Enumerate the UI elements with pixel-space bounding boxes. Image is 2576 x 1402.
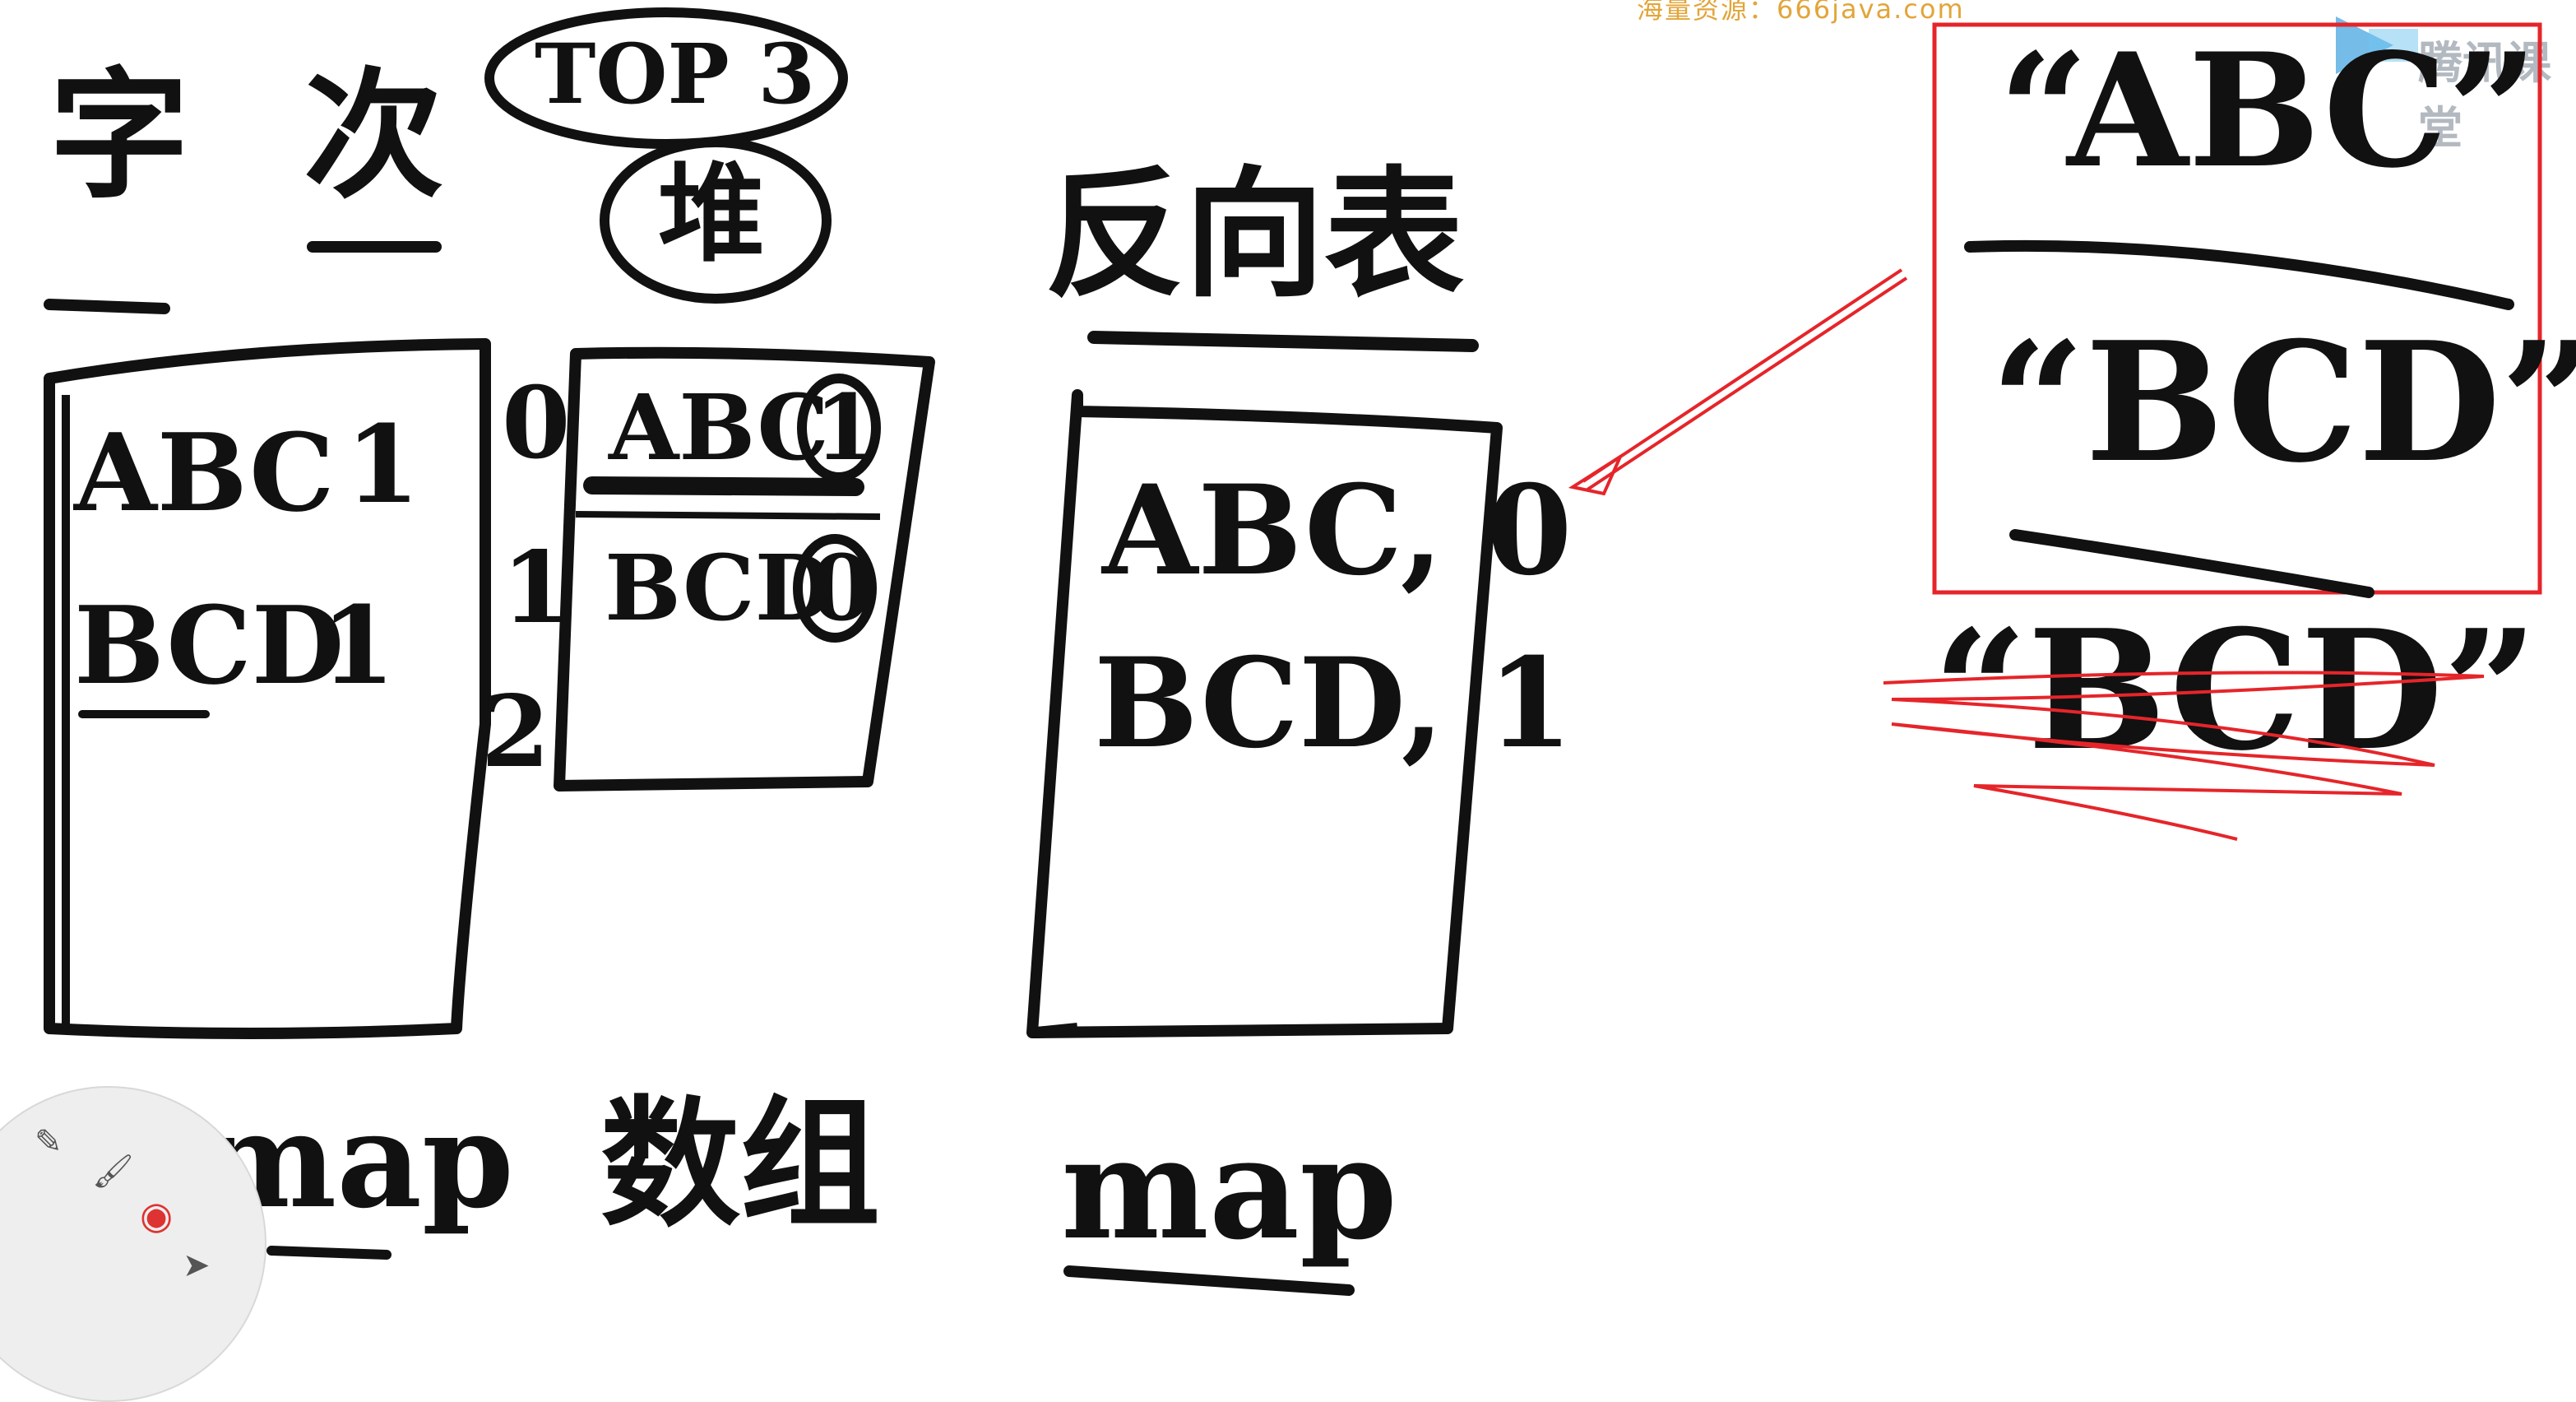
left-row-1-key: ABC [74,410,335,536]
middle-badge-top: TOP 3 [535,26,816,123]
brush-icon[interactable]: 🖌 [92,1153,134,1191]
left-title: 字 次 [49,53,477,218]
highlight-item-abc: “ABC” [1999,19,2538,202]
right-row-2: BCD, 1 [1094,631,1573,776]
arrow-icon [1568,268,1908,496]
logo-text: 腾讯课堂 [2418,37,2551,154]
left-box [44,338,491,1039]
middle-index-1: 1 [502,530,571,646]
left-strokes [44,241,442,314]
middle-index-0: 0 [502,365,571,481]
highlight-item-bcd: “BCD” [1990,306,2576,499]
right-strokes [1026,331,1503,1038]
middle-index-2: 2 [481,674,550,790]
right-caption: map [1061,1107,1397,1271]
middle-row-1-value: 1 [814,374,878,480]
left-row-2-value: 1 [321,583,396,708]
left-caption-underline [266,1246,391,1260]
middle-badges [484,7,848,304]
color-wheel-icon[interactable]: ◉ [140,1193,174,1237]
scribble-strike [1883,671,2485,841]
middle-caption: 数组 [600,1082,881,1246]
middle-row-2-key: BCD [605,535,833,641]
middle-box [554,346,935,792]
left-row-1-value: 1 [345,402,420,527]
highlight-box [1932,22,2542,598]
logo-icon [2336,16,2418,74]
left-row-2-key: BCD [74,583,345,708]
middle-badge-bottom: 堆 [658,151,766,276]
middle-row-2-value: 0 [810,535,873,641]
watermark-text: 海量资源：666java.com [1637,0,1965,25]
right-row-1: ABC, 0 [1102,458,1573,603]
pen-icon[interactable]: ✎ [35,1123,63,1161]
middle-row-1-key: ABC [609,374,829,480]
pointer-icon[interactable]: ➤ [183,1246,211,1284]
right-caption-underline [1063,1265,1355,1296]
right-title: 反向表 [1045,152,1465,317]
